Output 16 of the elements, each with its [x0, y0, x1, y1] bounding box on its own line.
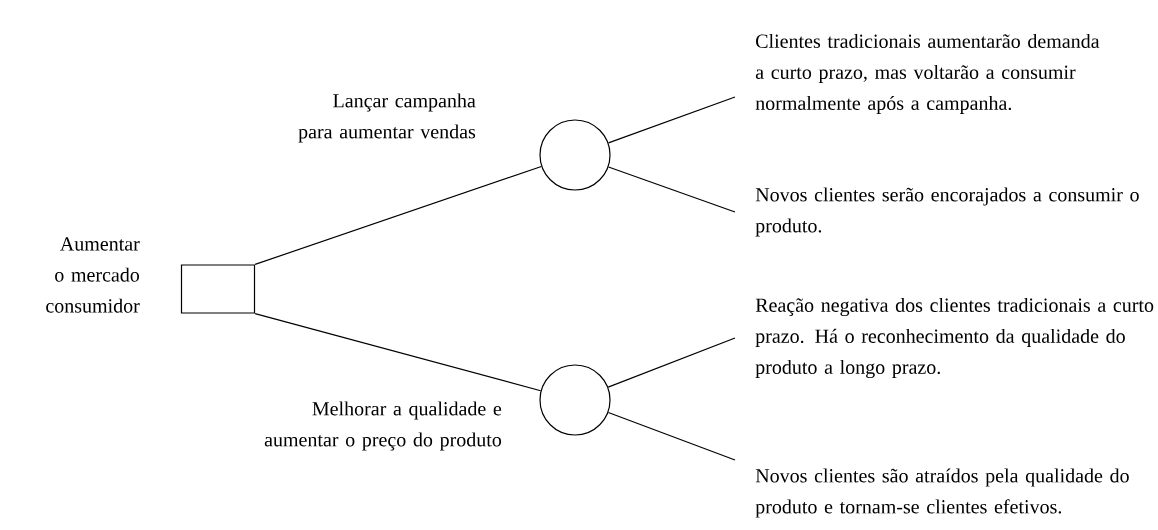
branch-line: [607, 166, 736, 213]
edge-label: Lançar campanha para aumentar vendas: [298, 93, 476, 143]
branch-line: [607, 96, 736, 144]
branch-line: [254, 313, 542, 392]
chance-circle: [539, 364, 611, 436]
chance-circle: [539, 119, 611, 191]
outcome-text: Novos clientes serão encorajados a consumir o produto.: [755, 187, 1139, 237]
edge-label: Melhorar a qualidade e aumentar o preço do produto: [264, 401, 502, 451]
branch-line: [607, 337, 736, 388]
outcome-text: Clientes tradicionais aumentarão demanda a curto prazo, mas voltarão a consumir normalmente após a campanha.: [755, 33, 1100, 115]
decision-box: [180, 264, 256, 314]
node-label: Aumentar o mercado consumidor: [46, 237, 140, 313]
outcome-text: Reação negativa dos clientes tradicionais a curto prazo. Há o reconhecimento da qualidade do produto a longo prazo.: [755, 297, 1154, 379]
outcome-text: Novos clientes são atraídos pela qualidade do produto e tornam-se clientes efetivos.: [755, 468, 1129, 518]
branch-line: [254, 165, 542, 265]
branch-line: [607, 411, 736, 461]
